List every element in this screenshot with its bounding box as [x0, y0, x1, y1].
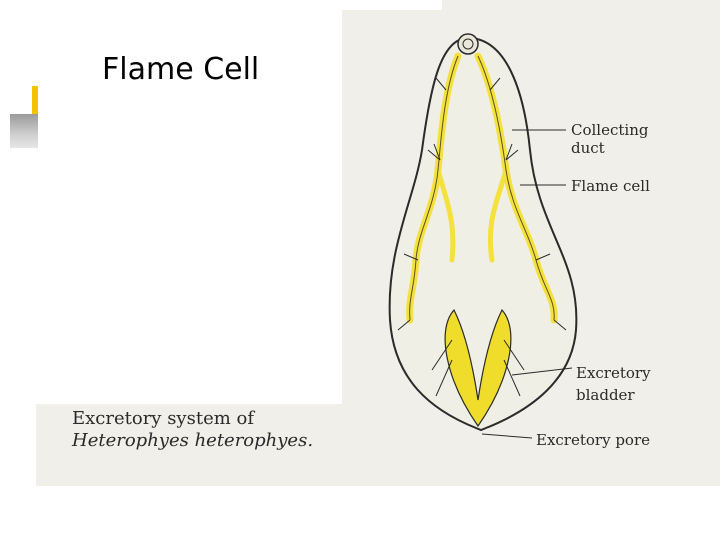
- flame-cell-branches: [397, 77, 567, 397]
- duct-branch-right: [487, 167, 509, 263]
- leader-lines: [481, 129, 573, 439]
- accent-bar-yellow: [32, 86, 38, 116]
- label-excretory-bladder-1: Excretory: [576, 364, 651, 382]
- duct-line-left: [409, 55, 459, 321]
- caption-line-2: Heterophyes heterophyes.: [72, 430, 314, 451]
- label-excretory-pore: Excretory pore: [536, 431, 651, 449]
- label-collecting-duct-1: Collecting: [571, 121, 649, 139]
- accent-block-gray: [10, 114, 38, 148]
- paper-top-gap: [342, 0, 442, 10]
- caption-line-1: Excretory system of: [72, 408, 255, 429]
- oral-sucker: [457, 33, 479, 55]
- slide-title: Flame Cell: [102, 52, 260, 87]
- figure-caption: Excretory system of Heterophyes heteroph…: [72, 408, 313, 452]
- label-excretory-bladder-2: bladder: [576, 386, 635, 404]
- excretory-bladder: [444, 308, 512, 428]
- duct-branch-left: [435, 167, 456, 263]
- oral-sucker-inner: [462, 38, 474, 50]
- figure-scan: [36, 0, 720, 486]
- organism-body: [388, 36, 578, 432]
- duct-line-right: [477, 55, 555, 321]
- label-flame-cell: Flame cell: [571, 177, 650, 195]
- label-collecting-duct-2: duct: [571, 139, 605, 157]
